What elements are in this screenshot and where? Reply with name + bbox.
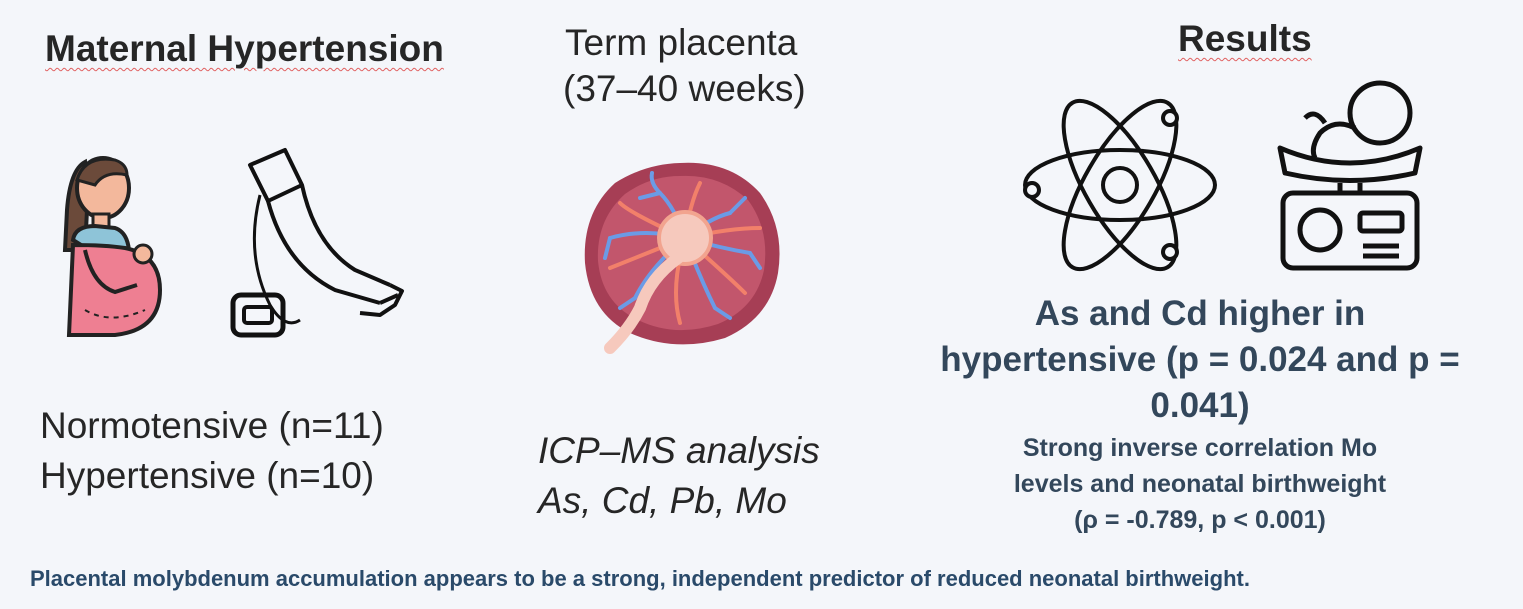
main-result-line1: As and Cd higher in — [1034, 294, 1366, 333]
placenta-icon — [580, 158, 790, 354]
conclusion-footer: Placental molybdenum accumulation appear… — [30, 566, 1250, 591]
main-result-line3: 0.041) — [1150, 386, 1250, 425]
sub-result-line1: Strong inverse correlation Mo — [1022, 434, 1378, 462]
results-title: Results — [1178, 18, 1312, 59]
group-normotensive: Normotensive (n=11) — [40, 405, 384, 446]
term-placenta-weeks: (37–40 weeks) — [563, 68, 806, 109]
method-analysis: ICP–MS analysis — [538, 430, 820, 471]
method-elements: As, Cd, Pb, Mo — [538, 480, 787, 521]
sub-result-line2: levels and neonatal birthweight — [1013, 470, 1387, 498]
sub-result-line3: (ρ = -0.789, p < 0.001) — [1074, 506, 1326, 534]
atom-icon — [1020, 98, 1220, 272]
term-placenta-title: Term placenta — [565, 22, 798, 63]
blood-pressure-cuff-icon — [230, 145, 410, 345]
baby-scale-icon — [1275, 78, 1425, 273]
main-result-line2: hypertensive (p = 0.024 and p = — [940, 340, 1460, 379]
group-hypertensive: Hypertensive (n=10) — [40, 455, 375, 496]
pregnant-woman-icon — [55, 150, 170, 345]
maternal-hypertension-title: Maternal Hypertension — [45, 28, 444, 69]
